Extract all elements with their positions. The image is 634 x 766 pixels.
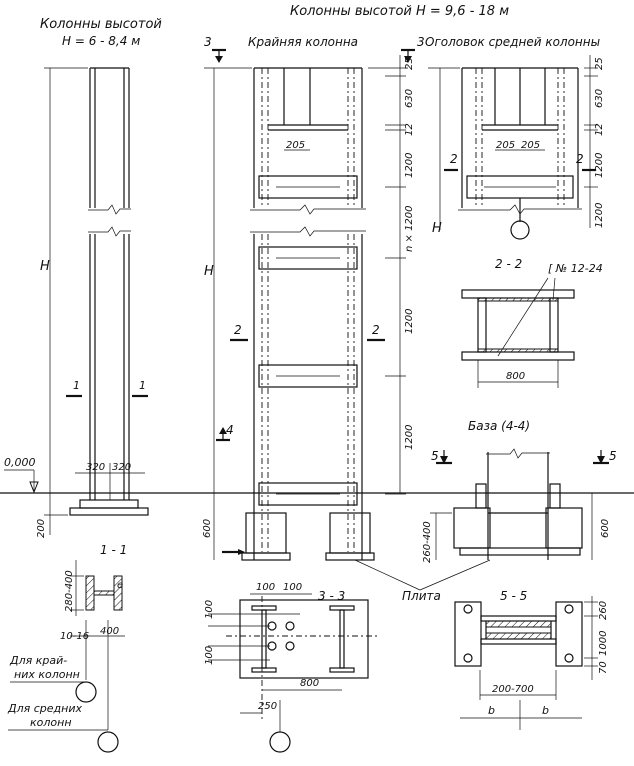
for-edge-label-1: Для край- [9,654,67,667]
height-label-mid: H [432,221,442,236]
dim-100-33-b: 100 [283,582,302,593]
dim-800-33: 800 [300,678,319,689]
height-label-edge: H [204,264,214,279]
section-33-drawing [226,596,380,720]
svg-text:2: 2 [450,152,458,166]
dim-600-base: 600 [600,519,611,538]
section-2-marker-mid: 2 2 [444,152,596,172]
svg-text:3: 3 [204,35,212,49]
section-5-marker-left: 5 [431,449,452,465]
dim-320-left: 320 [86,462,105,473]
dimension-chain-edge [368,55,408,495]
section-11-title: 1 - 1 [100,543,127,557]
axis-bubble-edge [75,681,97,703]
left-title: Колонны высотой [40,17,162,32]
svg-text:2: 2 [372,323,380,337]
dim-630-edge: 630 [404,89,415,108]
svg-text:2: 2 [234,323,242,337]
section-55-title: 5 - 5 [500,589,527,603]
section-11-drawing [85,575,123,611]
section-1-marker: 1 1 [66,379,148,398]
dim-320-right: 320 [112,462,131,473]
dim-100-33-d: 100 [204,646,215,665]
section-3-marker-right: 3 [401,35,425,63]
edge-column-elevation [241,67,375,561]
section-22-title: 2 - 2 [495,257,522,271]
dim-b-right: b [542,704,549,717]
dim-1200-mid-b: 1200 [594,203,605,228]
channel-label: [ № 12-24 [548,262,603,275]
section-5-marker-right: 5 [593,449,617,465]
short-column-elevation [69,67,149,516]
for-mid-label-1: Для средних [7,702,82,715]
section-33-title: 3 - 3 [318,589,345,603]
dim-b-left: b [488,704,495,717]
dim-280-400: 280-400 [64,570,75,612]
right-title: Колонны высотой Н = 9,6 - 18 м [290,4,509,19]
svg-text:1: 1 [73,379,80,392]
dim-25-edge: 25 [404,57,415,70]
section-55-drawing [454,601,583,667]
dim-n1200-edge: n × 1200 [404,205,415,252]
dim-630-mid: 630 [594,89,605,108]
axis-bubble-mid [97,731,119,753]
dim-260-55: 260 [598,601,609,620]
dim-200-700: 200-700 [492,684,534,695]
dim-70-55: 70 [598,661,609,674]
section-3-marker-left: 3 [204,35,226,63]
svg-text:3: 3 [417,35,425,49]
for-edge-label-2: них колонн [14,668,80,681]
edge-column-title: Крайняя колонна [248,35,358,49]
base-44-title: База (4-4) [468,419,530,433]
dim-600-edge: 600 [202,519,213,538]
svg-text:2: 2 [576,152,584,166]
height-label-left: H [40,259,50,274]
dim-250-33: 250 [258,701,277,712]
svg-text:5: 5 [431,449,439,463]
section-3-bottom-marker [222,549,245,555]
dim-1000-55: 1000 [598,631,609,656]
dim-100-33-a: 100 [256,582,275,593]
dim-260-400-base: 260-400 [422,521,433,563]
dim-205-mid-a: 205 [496,140,515,151]
section-2-marker-edge: 2 2 [230,323,385,342]
dim-10-16: 10-16 [60,631,89,642]
dim-205-mid-b: 205 [521,140,540,151]
dimension-chain-mid [584,55,598,228]
plate-label: Плита [402,589,441,603]
left-height-label: Н = 6 - 8,4 м [62,34,140,48]
for-mid-label-2: колонн [30,716,72,729]
section-4-marker: 4 [216,423,234,442]
mid-column-cap-title: Оголовок средней колонны [425,35,600,49]
axis-bubble-33 [269,731,291,753]
dim-12-edge: 12 [404,123,415,136]
dim-800-section22: 800 [506,371,525,382]
svg-text:5: 5 [609,449,617,463]
dim-100-33-c: 100 [204,600,215,619]
dim-1200-edge-c: 1200 [404,425,415,450]
dim-12-mid: 12 [594,123,605,136]
section-22-drawing [461,277,575,361]
dim-400: 400 [100,626,119,637]
dim-1200-edge-b: 1200 [404,309,415,334]
mid-column-cap [458,67,582,240]
level-zero-label: 0,000 [4,456,36,469]
svg-text:4: 4 [226,423,234,437]
dim-200: 200 [36,519,47,538]
dim-e: e [117,580,123,591]
svg-text:1: 1 [139,379,146,392]
dim-205-edge: 205 [286,140,305,151]
dim-1200-edge-a: 1200 [404,153,415,178]
base-44-drawing [453,448,583,560]
dim-25-mid: 25 [594,57,605,70]
dim-1200-mid-a: 1200 [594,153,605,178]
